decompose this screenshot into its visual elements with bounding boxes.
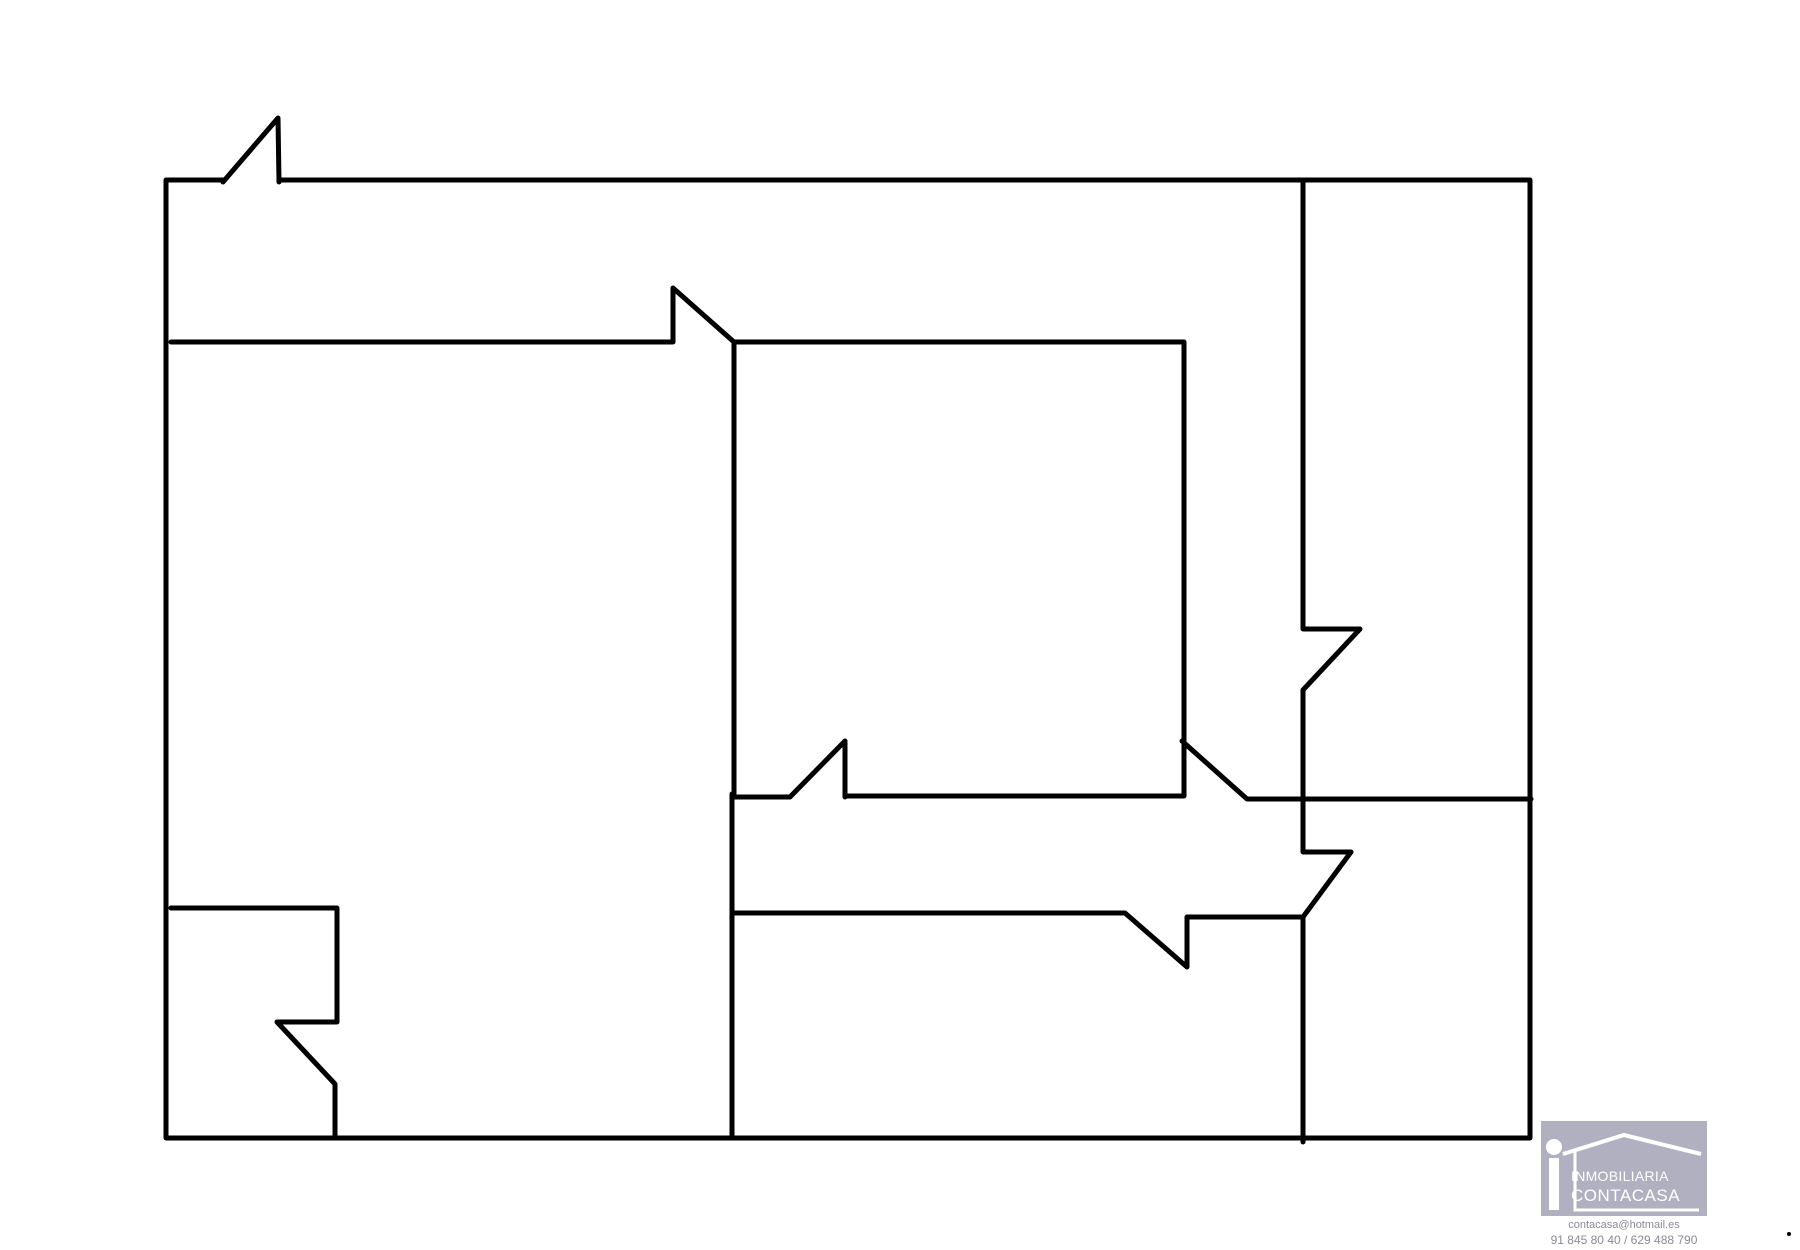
outer-wall [163,177,1533,1141]
entrance-door-swing [220,115,282,185]
company-logo: INMOBILIARIA CONTACASA [1541,1121,1707,1216]
small-room-wall [168,905,340,1141]
corner-dot [1787,1232,1791,1236]
right-column-upper-wall [1300,177,1363,1145]
left-room-top-wall [168,285,737,345]
logo-line-2: CONTACASA [1571,1186,1681,1205]
corridor-bottom-wall [731,910,1306,970]
contact-phone: 91 845 80 40 / 629 488 790 [1550,1233,1698,1247]
house-logo-icon [1541,1121,1707,1216]
contact-email: contacasa@hotmail.es [1568,1219,1680,1231]
central-room-wall [731,339,1187,799]
central-room-door-swing [731,738,848,800]
right-door-swing [1179,738,1534,802]
logo-line-1: INMOBILIARIA [1571,1168,1669,1184]
